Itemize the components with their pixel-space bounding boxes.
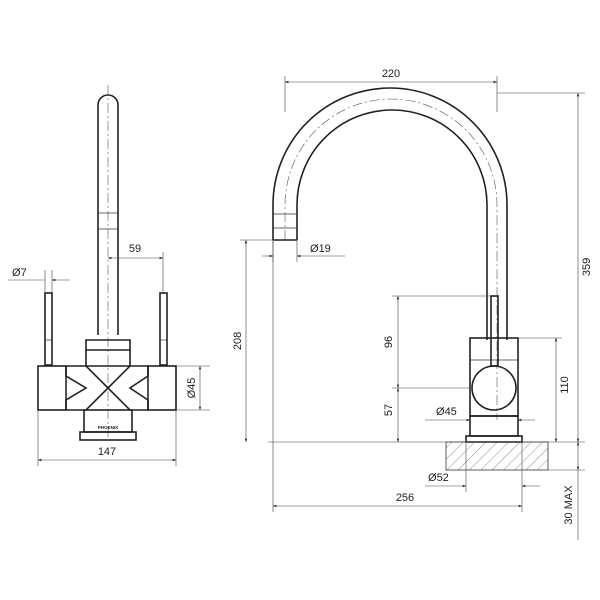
dim-outlet-height: 208 — [232, 239, 273, 443]
dim-overall-depth-label: 256 — [396, 492, 414, 504]
dim-lever-height: 96 — [383, 295, 491, 389]
side-base — [469, 415, 519, 437]
dim-overall-height-label: 359 — [581, 258, 593, 276]
dim-lever-diameter: Ø7 — [8, 267, 70, 293]
side-handle-circle — [471, 365, 517, 411]
dim-body-diameter-front: Ø45 — [176, 365, 210, 411]
side-body — [469, 337, 519, 417]
dim-bench-thickness-label: 30 MAX — [563, 485, 575, 525]
dim-spout-reach: 220 — [284, 68, 498, 112]
dim-body-height: 110 — [518, 337, 571, 443]
dim-lever-diameter-label: Ø7 — [12, 267, 27, 279]
brand-logo: PHOENIX — [98, 425, 118, 430]
side-view: 220 Ø19 208 359 96 — [232, 68, 593, 540]
dim-overall-height: 359 — [497, 92, 593, 443]
dim-overall-width-label: 147 — [98, 446, 116, 458]
dim-outlet-diameter: Ø19 — [262, 240, 345, 262]
left-handle-cylinder — [37, 365, 67, 411]
dim-base-diameter-label: Ø52 — [428, 472, 449, 484]
left-lever-pin — [44, 292, 53, 366]
dim-bench-thickness: 30 MAX — [548, 441, 585, 540]
dim-body-diameter-front-label: Ø45 — [186, 378, 198, 399]
dim-outlet-height-label: 208 — [232, 332, 244, 350]
front-cross-body — [65, 365, 149, 411]
dim-base-height: 57 — [383, 387, 400, 443]
dim-outlet-diameter-label: Ø19 — [310, 243, 331, 255]
side-spout-arc — [272, 87, 508, 340]
right-handle-cylinder — [147, 365, 177, 411]
dim-base-diameter: Ø52 — [425, 442, 540, 492]
dim-body-diameter-side: Ø45 — [425, 406, 535, 422]
dim-overall-depth: 256 — [272, 240, 523, 512]
side-lever-pin — [490, 295, 499, 367]
dim-base-height-label: 57 — [383, 404, 395, 416]
dim-center-spacing: 59 — [107, 243, 164, 293]
right-lever-pin — [159, 292, 168, 366]
dim-overall-width: 147 — [37, 410, 177, 466]
front-view: PHOENIX Ø7 59 Ø45 147 — [8, 85, 210, 466]
dim-lever-height-label: 96 — [383, 336, 395, 348]
dim-body-height-label: 110 — [559, 376, 571, 394]
bench-section — [445, 441, 549, 471]
dim-body-diameter-side-label: Ø45 — [436, 406, 457, 418]
dim-center-spacing-label: 59 — [129, 243, 141, 255]
dim-spout-reach-label: 220 — [382, 68, 400, 80]
